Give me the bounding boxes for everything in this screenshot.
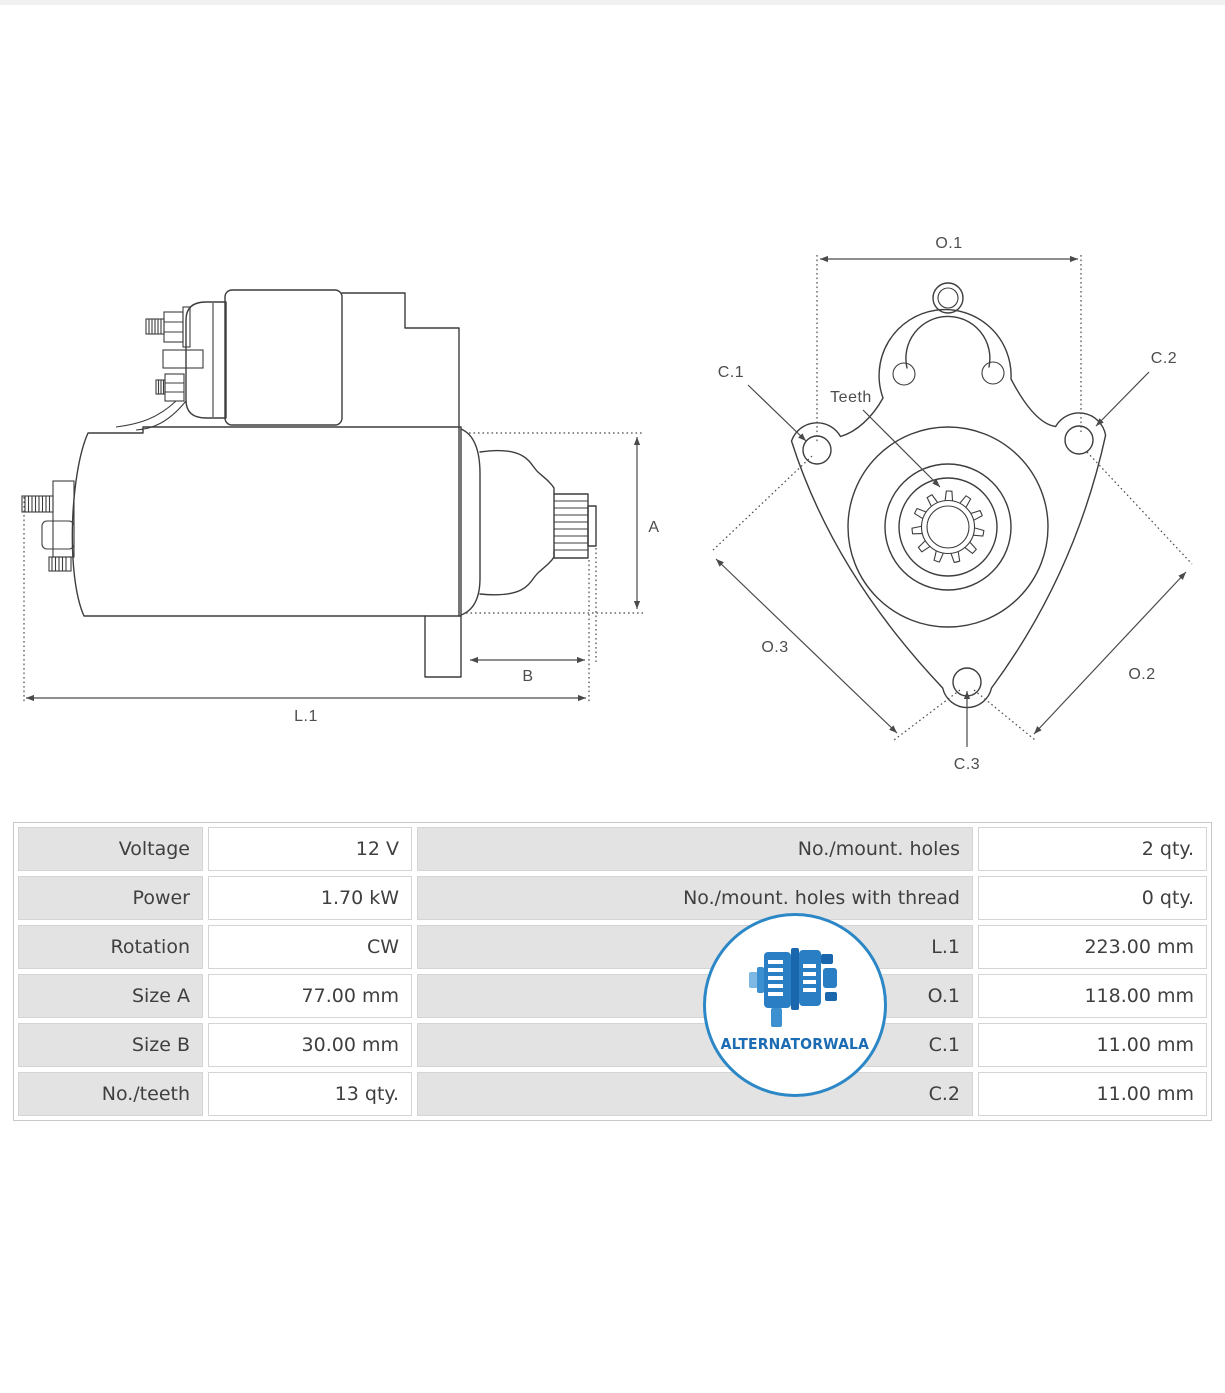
motor-body <box>71 426 462 617</box>
dimension-o2: O.2 <box>973 451 1193 741</box>
spec-value-cell: 11.00 mm <box>978 1023 1207 1067</box>
dim-label-l1: L.1 <box>294 708 318 725</box>
dim-label-o2: O.2 <box>1128 666 1155 683</box>
spec-value-cell: CW <box>208 925 412 969</box>
brand-logo: ALTERNATORWALA <box>703 913 887 1097</box>
spec-value-cell: 77.00 mm <box>208 974 412 1018</box>
spec-table: Voltage 12 V No./mount. holes 2 qty. Pow… <box>13 822 1212 1121</box>
dim-label-c3: C.3 <box>954 756 980 773</box>
pinion-gear-front <box>911 490 985 564</box>
arch-inner <box>905 315 991 369</box>
side-view-drawing: A B L.1 <box>21 289 659 725</box>
leader-c3: C.3 <box>954 691 980 773</box>
leader-c2: C.2 <box>1095 350 1177 427</box>
arch-hole-right <box>981 361 1005 385</box>
solenoid-terminal-upper <box>145 306 191 348</box>
front-view-drawing: O.1 C.1 C.2 C.3 Teeth <box>710 235 1193 773</box>
dimension-o3: O.3 <box>710 455 961 741</box>
spec-label-cell: Rotation <box>18 925 203 969</box>
dimension-l1: L.1 <box>23 497 586 725</box>
dim-label-c1: C.1 <box>718 364 744 381</box>
spec-label-cell: Voltage <box>18 827 203 871</box>
dimension-o1: O.1 <box>816 235 1082 443</box>
solenoid-tab <box>162 349 204 369</box>
spec-value-cell: 2 qty. <box>978 827 1207 871</box>
top-border-strip <box>0 0 1225 5</box>
mounting-foot <box>424 615 462 678</box>
spec-label-cell: Size B <box>18 1023 203 1067</box>
solenoid-terminal-lower <box>115 373 187 431</box>
arch-hole-left <box>892 362 916 386</box>
leader-c1: C.1 <box>718 364 807 442</box>
dim-label-b: B <box>522 668 533 685</box>
top-boss-hole <box>932 282 964 314</box>
drive-end-bell <box>479 449 555 495</box>
dim-label-o3: O.3 <box>761 639 788 656</box>
spec-value-cell: 118.00 mm <box>978 974 1207 1018</box>
spec-value-cell: 30.00 mm <box>208 1023 412 1067</box>
spec-value-cell: 223.00 mm <box>978 925 1207 969</box>
starter-motor-technical-drawing: A B L.1 <box>21 235 1193 773</box>
spec-value-cell: 0 qty. <box>978 876 1207 920</box>
dim-label-a: A <box>648 519 659 536</box>
solenoid-body <box>224 289 343 426</box>
bell-housing-circle <box>847 426 1049 628</box>
spec-value-cell: 11.00 mm <box>978 1072 1207 1116</box>
leader-teeth: Teeth <box>830 389 941 488</box>
dimension-a: A <box>466 432 659 614</box>
spec-label-cell: Size A <box>18 974 203 1018</box>
spec-value-cell: 13 qty. <box>208 1072 412 1116</box>
solenoid-cap <box>185 301 227 419</box>
drive-end-bracket <box>341 292 460 617</box>
dimension-b: B <box>470 548 597 702</box>
spec-label-cell: C.2 <box>417 1072 973 1116</box>
alternator-icon <box>749 948 837 1027</box>
field-terminal <box>21 480 75 572</box>
spec-label-cell: L.1 <box>417 925 973 969</box>
drive-end-plate <box>460 428 481 616</box>
dim-label-teeth: Teeth <box>830 389 872 406</box>
spec-label-cell: No./mount. holes <box>417 827 973 871</box>
dim-label-c2: C.2 <box>1151 350 1177 367</box>
spec-value-cell: 12 V <box>208 827 412 871</box>
dim-label-o1: O.1 <box>935 235 962 252</box>
pinion-gear-side <box>553 493 597 559</box>
spec-label-cell: Power <box>18 876 203 920</box>
logo-text: ALTERNATORWALA <box>720 1035 870 1053</box>
mounting-flange <box>790 308 1107 709</box>
spec-label-cell: C.1 <box>417 1023 973 1067</box>
spec-value-cell: 1.70 kW <box>208 876 412 920</box>
spec-label-cell: No./teeth <box>18 1072 203 1116</box>
spec-label-cell: No./mount. holes with thread <box>417 876 973 920</box>
spec-label-cell: O.1 <box>417 974 973 1018</box>
mount-hole-c2 <box>1064 425 1094 455</box>
